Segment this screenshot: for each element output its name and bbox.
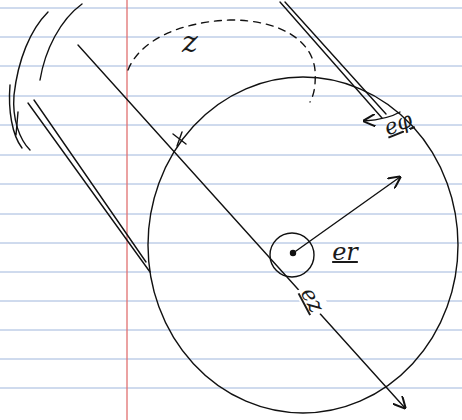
origin-dot (291, 251, 296, 256)
margin-line (126, 0, 127, 420)
z-axis (78, 45, 405, 408)
back-edge (14, 12, 48, 150)
back-edge (10, 85, 23, 148)
back-edge (40, 4, 82, 80)
top-rim-dashed (128, 20, 315, 102)
axis-label: z (179, 26, 201, 58)
unit-vector-label: ez (294, 281, 330, 319)
cylinder-side (28, 100, 150, 272)
cross-section-circle (148, 77, 458, 413)
notebook-lines (0, 8, 462, 388)
origin-circle (270, 233, 314, 277)
cylinder-side (280, 2, 386, 118)
axis-tick (173, 132, 186, 146)
unit-vector-label: er (329, 239, 361, 265)
